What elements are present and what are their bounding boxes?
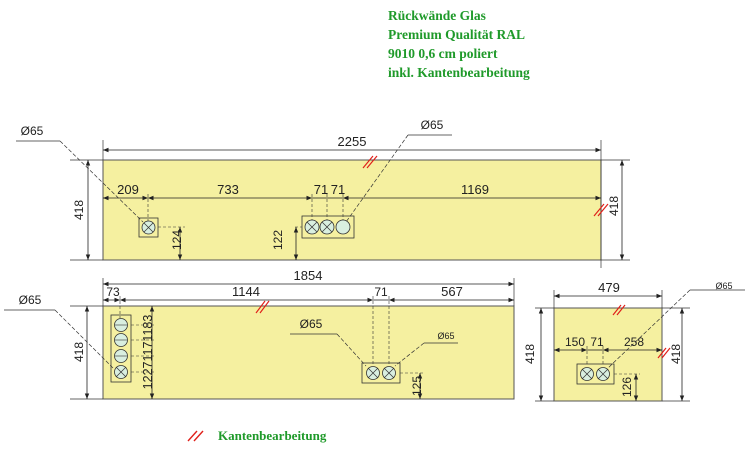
dim-top-height-right: 418: [607, 196, 621, 216]
dim-br-height-right: 418: [669, 344, 683, 364]
dim-top-124: 124: [170, 230, 184, 250]
edge-mark-top-1: [362, 155, 378, 169]
dim-top-209: 209: [117, 182, 139, 197]
panel-bottom-left-glass: [102, 305, 515, 400]
dim-bl-1144: 1144: [232, 284, 260, 299]
hole-label-bl-mid: Ø65: [300, 317, 323, 331]
edge-mark-bl: [255, 300, 270, 314]
title-line-1: Rückwände Glas: [388, 8, 486, 23]
dim-bl-73: 73: [106, 285, 120, 299]
dim-bl-vertical-stack: 12271171183: [141, 315, 155, 390]
title-line-4: inkl. Kantenbearbeitung: [388, 65, 530, 80]
panel-bottom-right-glass: [553, 307, 663, 402]
panel-bottom-right: 479 418 418 150 71 258 126 Ø65: [523, 280, 745, 402]
edge-mark-top-2: [593, 203, 609, 217]
title-line-2: Premium Qualität RAL: [388, 27, 525, 42]
dim-bl-width: 1854: [294, 268, 323, 283]
dim-br-width: 479: [598, 280, 620, 295]
dim-bl-125: 125: [410, 376, 424, 396]
hole-label-bl-small: Ø65: [437, 331, 454, 341]
dim-br-126: 126: [620, 377, 634, 397]
panel-bottom-left: 1854 418 73 1144 71 567 12271171183: [4, 268, 515, 400]
dim-br-71: 71: [590, 335, 604, 349]
dim-top-height-left: 418: [72, 200, 86, 220]
dim-top-1169: 1169: [461, 182, 489, 197]
dim-top-71a: 71: [314, 182, 328, 197]
dim-bl-567: 567: [441, 284, 463, 299]
hole-label-top-right: Ø65: [421, 118, 444, 132]
dim-top-71b: 71: [331, 182, 345, 197]
hole-label-top-left: Ø65: [21, 124, 44, 138]
hole-label-br: Ø65: [715, 281, 732, 291]
dim-bl-71: 71: [374, 285, 388, 299]
panel-top: 2255 418 418 209 733 71 71 1169 124: [16, 118, 630, 268]
dim-br-150: 150: [565, 335, 585, 349]
socket-top-3: [335, 219, 351, 235]
dim-bl-height: 418: [72, 342, 86, 362]
socket-box-bl-vertical: [110, 314, 132, 383]
dim-top-width: 2255: [338, 134, 367, 149]
hole-label-bl-left: Ø65: [19, 293, 42, 307]
socket-box-top-left: [138, 217, 159, 238]
dim-top-122: 122: [271, 230, 285, 250]
legend: Kantenbearbeitung: [186, 428, 326, 444]
dim-top-733: 733: [217, 182, 239, 197]
legend-label: Kantenbearbeitung: [218, 428, 327, 443]
dim-br-height-left: 418: [523, 344, 537, 364]
edge-processing-icon: [187, 430, 204, 442]
dim-br-258: 258: [624, 335, 644, 349]
drawing-title: Rückwände Glas Premium Qualität RAL 9010…: [388, 6, 530, 82]
edge-mark-br-2: [657, 347, 671, 359]
title-line-3: 9010 0,6 cm poliert: [388, 46, 498, 61]
edge-mark-br-1: [612, 304, 626, 316]
